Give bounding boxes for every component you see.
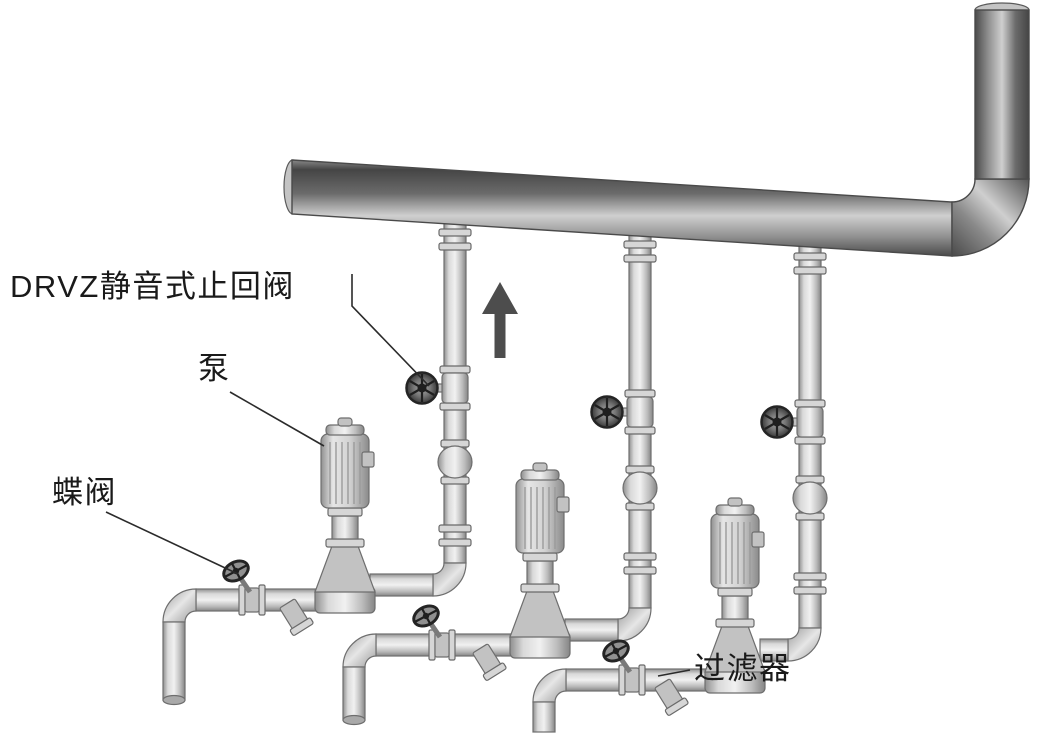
- leader-lines: [105, 274, 691, 677]
- leader-strainer: [657, 669, 691, 677]
- suction-lines: [162, 588, 736, 733]
- check-valve-body-2: [622, 465, 658, 511]
- label-butterfly-valve: 蝶阀: [52, 475, 117, 510]
- check-valve-3: [762, 400, 826, 444]
- check-valve-2: [592, 390, 656, 434]
- pump-2: [509, 462, 571, 659]
- label-strainer: 过滤器: [694, 651, 792, 686]
- riser-pipes: [369, 215, 828, 662]
- label-pump: 泵: [198, 351, 231, 386]
- suction-line-1: [162, 588, 346, 706]
- flow-direction-arrow: [482, 282, 518, 358]
- suction-line-3: [532, 668, 736, 733]
- label-check-valve: DRVZ静音式止回阀: [10, 269, 295, 304]
- leader-check-valve: [351, 274, 430, 387]
- pump-1: [314, 417, 376, 614]
- riser-3: [759, 239, 828, 662]
- suction-line-2: [342, 633, 541, 726]
- check-valve-body-1: [437, 439, 473, 485]
- leader-pump: [229, 391, 325, 447]
- leader-butterfly-valve: [105, 511, 239, 575]
- riser-2: [564, 227, 658, 642]
- riser-1: [369, 215, 473, 597]
- header-pipe: [283, 2, 1030, 257]
- check-valve-body-3: [792, 475, 828, 521]
